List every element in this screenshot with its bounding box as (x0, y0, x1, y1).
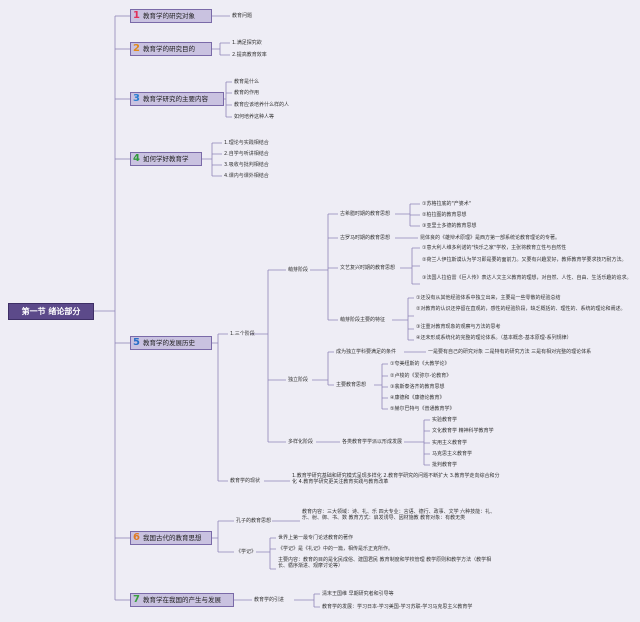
section-2-number: 2 (133, 43, 140, 54)
s3-item-4: 如何培养这种人等 (234, 114, 275, 120)
s5-zhuyao-item-1: ①夸美纽斯的《大教学论》 (390, 361, 450, 367)
s4-item-1: 1.理论与实践相结合 (224, 140, 269, 146)
section-2-label: 教育学的研究目的 (142, 45, 195, 53)
s6-xueji-item-2: 《学记》是《礼记》中的一篇，相传是乐正克所作。 (278, 546, 394, 552)
section-1-number: 1 (133, 10, 140, 21)
s5-zhuyao: 主要教育思想 (336, 382, 367, 388)
section-5-label: 教育学的发展历史 (142, 339, 195, 347)
s5-gulm: 古罗马时期的教育思想 (340, 235, 391, 241)
s5-duoyang-item-2: 文化教育学 精神科学教育学 (432, 428, 494, 434)
s5-zhuyao-item-4: ④康德和《康德论教育》 (390, 395, 445, 401)
s3-item-1: 教育是什么 (234, 79, 260, 85)
s5-zhuyao-item-2: ②卢梭的《爱弥尔-论教育》 (390, 373, 452, 379)
root-node[interactable]: 第一节 绪论部分 (8, 303, 94, 320)
s5-duoyang-item-4: 马克思主义教育学 (432, 451, 473, 457)
s5-wenyi: 文艺复兴时期的教育思想 (340, 265, 396, 271)
s5-gudai: 古希腊时期的教育思想 (340, 211, 391, 217)
s5-duoyang-item-1: 实验教育学 (432, 417, 458, 423)
s5-xianzhuang-text: 1.教育学研究基础和研究模式呈现多样化 2.教育学研究的问题不断扩大 3.教育学… (292, 473, 500, 485)
s5-gudai-item-2: ②柏拉图的教育思想 (422, 212, 467, 218)
s5-gudai-item-1: ①苏格拉底的"产婆术" (422, 201, 472, 207)
s6-kongzi: 孔子的教育思想 (236, 518, 272, 524)
s5-tedian-item-1: ①还没有从其他经验体系中独立出来，主要是一些零散的经验总结 (416, 295, 561, 301)
s5-gulm-text: 昆体良的《雄辩术原理》是西方第一部系统论教育理论的专著。 (420, 235, 561, 241)
section-5-number: 5 (133, 337, 140, 348)
s7-item-1: 清末王国维 早期研究者和引导等 (322, 591, 394, 597)
s6-kongzi-text: 教育内容：三大领域：诗、礼、乐 四大专业：言语、德行、政事、文学 六种技能：礼、… (302, 509, 496, 521)
s5-stages: 1.三个阶段 (230, 331, 255, 337)
s5-wenyi-item-1: ①意大利人维多利诺的"快乐之家"学校，主张将教育立性与自然性 (422, 245, 567, 251)
s5-zhuyao-item-5: ⑤赫尔巴特与《普通教育学》 (390, 406, 455, 412)
s5-duoyang: 多样化阶段 (288, 439, 314, 445)
s5-wenyi-item-3: ③法国人拉伯雷《巨人传》表达人文主义教育的理想，对自然、人性、自由、生活乐趣的追… (422, 275, 632, 281)
section-7-number: 7 (133, 594, 140, 605)
s5-tedian-item-3: ③注重对教育现象的观察与方法的思考 (416, 324, 501, 330)
s5-tedian-item-4: ④还未形成系统化的完整的理论体系。（基本概念-基本原理-系列规律） (416, 335, 572, 341)
section-4-label: 如何学好教育学 (142, 155, 189, 163)
s5-wenyi-item-2: ②荷兰人伊拉斯谟认为学习即是要的面前力。又要有兴趣爱好，教师教育学要求技巧耐方法… (422, 257, 627, 263)
s4-item-2: 2.自学与听讲相结合 (224, 151, 269, 157)
s1-item: 教育问题 (232, 13, 253, 19)
section-3-label: 教育学研究的主要内容 (142, 95, 208, 103)
s6-xueji-item-3: 主要内容：教育的目的是化民成俗、建国君民 教育制度和学校管理 教学原则和教学方法… (278, 557, 492, 569)
section-1-label: 教育学的研究对象 (142, 12, 195, 20)
s5-tedian-item-2: ②对教育的认识还停留在直观的，感性的经验阶段，缺乏概括的、理性的、系统的理论和阐… (416, 306, 626, 312)
section-4-number: 4 (133, 153, 140, 164)
s7-yinjin: 教育学的引进 (254, 597, 285, 603)
s5-biaozhi: 成为独立学科要满足的条件 (336, 349, 397, 355)
s5-gudai-item-3: ③亚里士多德的教育思想 (422, 223, 477, 229)
s5-duoyang-sub: 各类教育学学派以形成发展 (342, 439, 403, 445)
section-6-number: 6 (133, 532, 140, 543)
s7-item-2: 教育学的发展：学习日本-学习美国-学习苏联-学习马克思主义教育学 (322, 604, 473, 610)
section-3-number: 3 (133, 93, 140, 104)
s5-duli: 独立阶段 (288, 377, 309, 383)
section-6-label: 我国古代的教育思想 (142, 534, 202, 542)
s6-xueji: 《学记》 (236, 549, 257, 555)
s5-xianzhuang: 教育学的现状 (230, 478, 261, 484)
s4-item-3: 3.吸收与批判相结合 (224, 162, 269, 168)
s5-duoyang-item-5: 批判教育学 (432, 462, 458, 468)
s5-duoyang-item-3: 实用主义教育学 (432, 440, 468, 446)
s5-tedian: 萌芽阶段主要的特征 (340, 317, 386, 323)
s5-zhuyao-item-3: ③裴斯泰洛齐的教育思想 (390, 384, 445, 390)
s5-biaozhi-text: 一是要有自己的研究对象 二是特有的研究方法 三是有相对完整的理论体系 (428, 349, 592, 355)
section-7-label: 教育学在我国的产生与发展 (142, 596, 221, 604)
s2-item-1: 1.满足探究欲 (232, 40, 262, 46)
s4-item-4: 4.课内与课外相结合 (224, 173, 269, 179)
s2-item-2: 2.提高教育效率 (232, 52, 267, 58)
s3-item-3: 教育应该培养什么样的人 (234, 102, 290, 108)
s5-mengya: 萌芽阶段 (288, 267, 309, 273)
s6-xueji-item-1: 世界上第一最专门论述教育的著作 (278, 535, 354, 541)
s3-item-2: 教育的作用 (234, 90, 260, 96)
